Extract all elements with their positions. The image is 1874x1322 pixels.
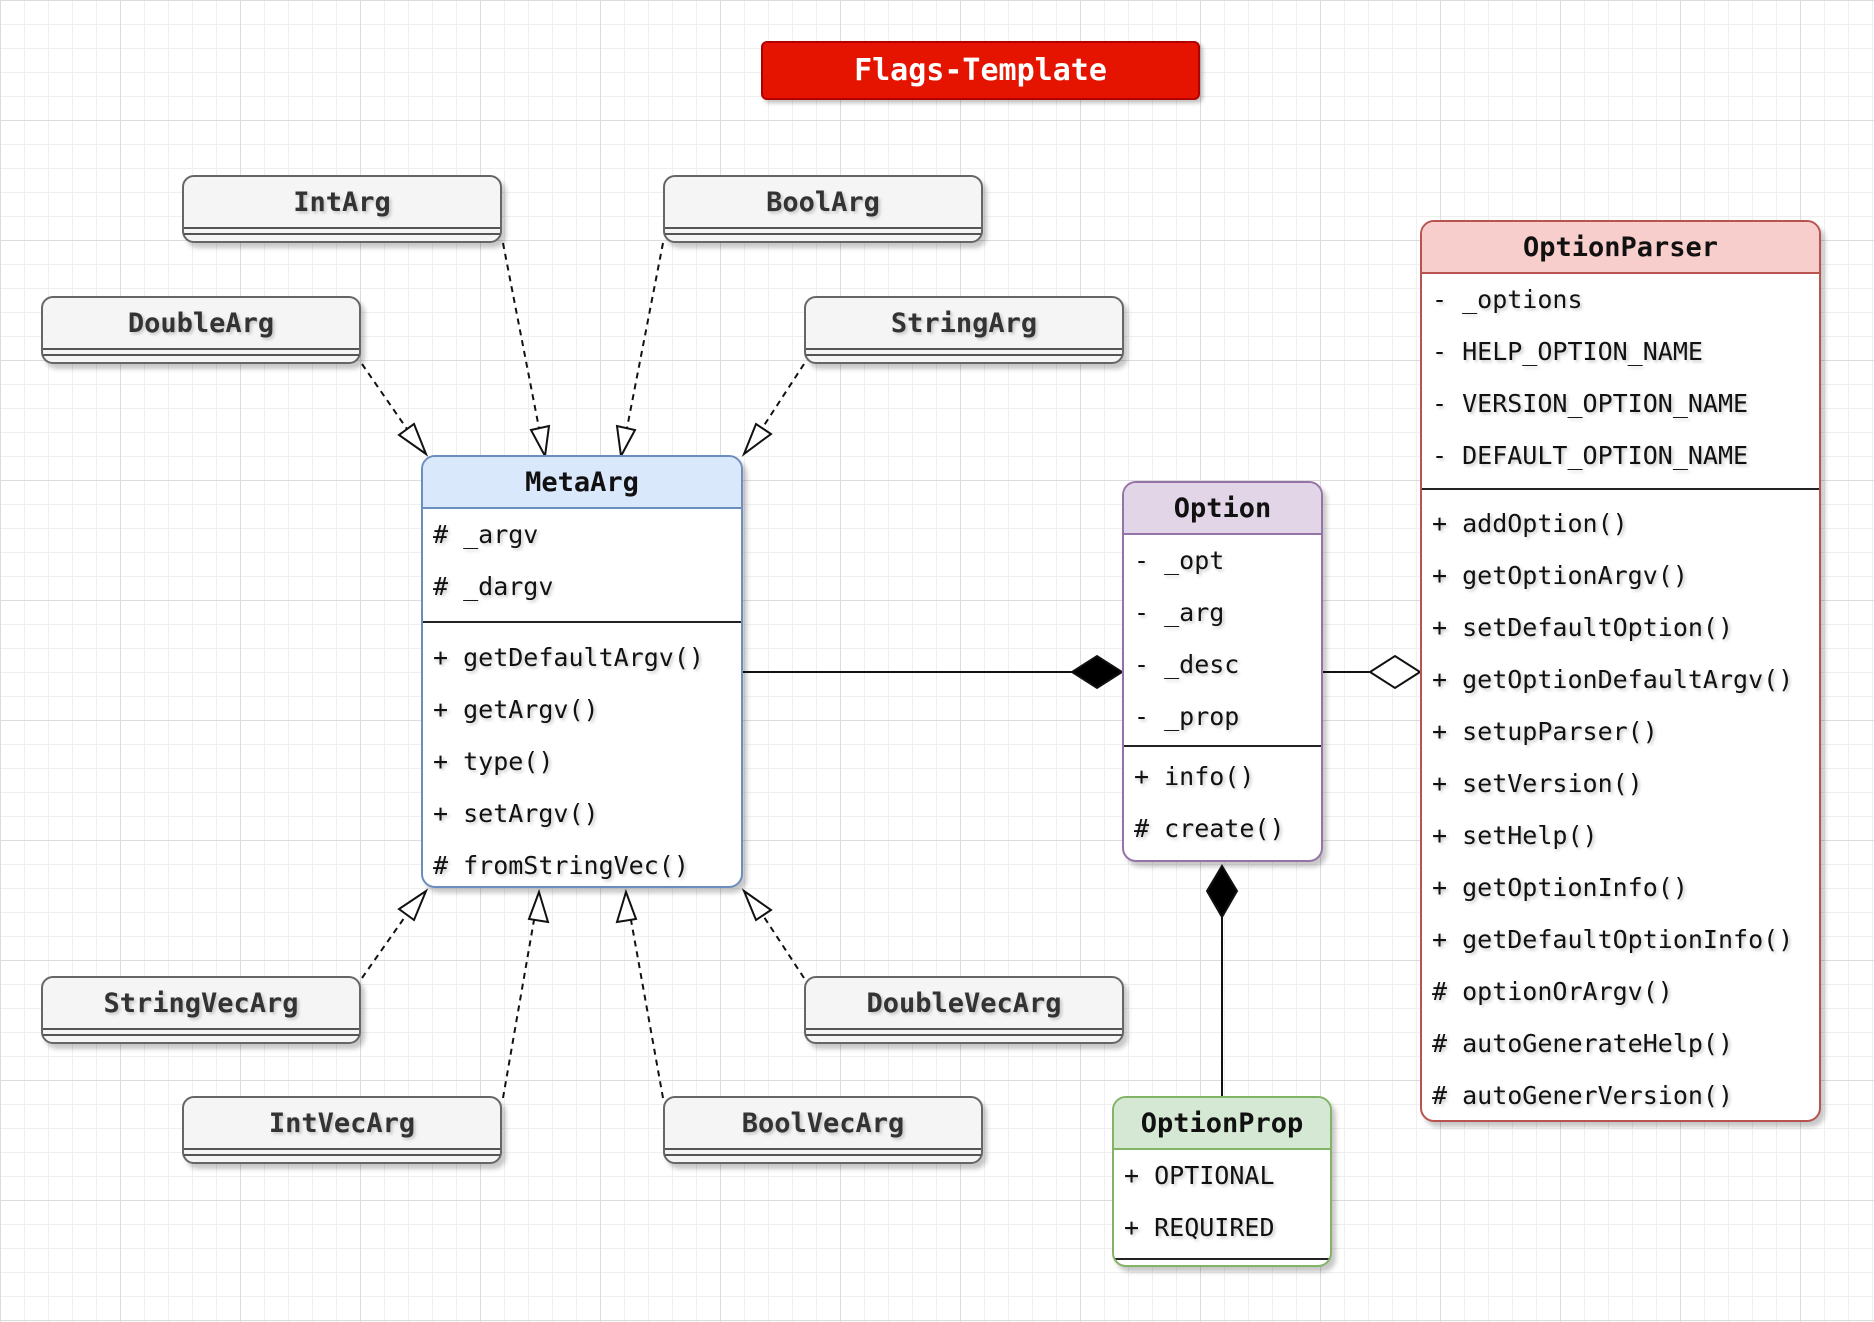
class-optionprop[interactable]: OptionProp + OPTIONAL + REQUIRED bbox=[1112, 1096, 1332, 1267]
class-option[interactable]: Option - _opt - _arg - _desc - _prop + i… bbox=[1122, 481, 1323, 862]
method: + setVersion() bbox=[1432, 769, 1643, 798]
method: # create() bbox=[1134, 814, 1285, 843]
attribute-list: # _argv # _dargv bbox=[423, 509, 741, 613]
class-name: StringArg bbox=[890, 307, 1038, 339]
attribute-list: - _options - HELP_OPTION_NAME - VERSION_… bbox=[1422, 274, 1819, 482]
class-boolarg[interactable]: BoolArg bbox=[663, 175, 983, 243]
diagram-title: Flags-Template bbox=[761, 41, 1200, 100]
class-name: OptionProp bbox=[1114, 1098, 1330, 1150]
aggregation-diamond-optionparser bbox=[1368, 654, 1422, 690]
arrowhead-stringarg bbox=[741, 422, 773, 457]
composition-diamond-option bbox=[1070, 654, 1124, 690]
method-list: + addOption() + getOptionArgv() + setDef… bbox=[1422, 498, 1819, 1120]
class-optionparser[interactable]: OptionParser - _options - HELP_OPTION_NA… bbox=[1420, 220, 1821, 1122]
attribute-list: + OPTIONAL + REQUIRED bbox=[1114, 1150, 1330, 1254]
attribute: # _dargv bbox=[433, 572, 554, 601]
method-list: + getDefaultArgv() + getArgv() + type() … bbox=[423, 632, 741, 886]
generalization-stringvecarg bbox=[361, 913, 408, 979]
class-stringvecarg[interactable]: StringVecArg bbox=[41, 976, 361, 1044]
attribute: - _arg bbox=[1134, 598, 1225, 627]
class-name: DoubleVecArg bbox=[866, 987, 1062, 1019]
class-stringarg[interactable]: StringArg bbox=[804, 296, 1124, 364]
method: # autoGenerateHelp() bbox=[1432, 1029, 1734, 1058]
method: + getOptionArgv() bbox=[1432, 561, 1688, 590]
arrowhead-intvecarg bbox=[527, 888, 550, 924]
class-name: OptionParser bbox=[1422, 222, 1819, 274]
attribute: # _argv bbox=[433, 520, 539, 549]
class-name: IntVecArg bbox=[268, 1107, 416, 1139]
attribute: - DEFAULT_OPTION_NAME bbox=[1432, 441, 1749, 470]
method: # fromStringVec() bbox=[433, 851, 689, 880]
arrowhead-stringvecarg bbox=[397, 888, 429, 922]
method: + type() bbox=[433, 747, 554, 776]
class-intvecarg[interactable]: IntVecArg bbox=[182, 1096, 502, 1164]
generalization-doublearg bbox=[361, 363, 408, 430]
generalization-doublevecarg bbox=[763, 916, 805, 979]
attribute: + REQUIRED bbox=[1124, 1213, 1275, 1242]
method: + setupParser() bbox=[1432, 717, 1658, 746]
attribute: - _opt bbox=[1134, 546, 1225, 575]
method: + getOptionInfo() bbox=[1432, 873, 1688, 902]
class-doublevecarg[interactable]: DoubleVecArg bbox=[804, 976, 1124, 1044]
method: + setHelp() bbox=[1432, 821, 1598, 850]
attribute: - HELP_OPTION_NAME bbox=[1432, 337, 1703, 366]
generalization-boolvecarg bbox=[630, 919, 664, 1099]
method: + info() bbox=[1134, 762, 1255, 791]
method: + getOptionDefaultArgv() bbox=[1432, 665, 1794, 694]
arrowhead-intarg bbox=[529, 424, 551, 460]
class-doublearg[interactable]: DoubleArg bbox=[41, 296, 361, 364]
method: # optionOrArgv() bbox=[1432, 977, 1673, 1006]
generalization-boolarg bbox=[626, 242, 664, 429]
class-name: BoolVecArg bbox=[741, 1107, 905, 1139]
class-name: DoubleArg bbox=[127, 307, 275, 339]
attribute: - VERSION_OPTION_NAME bbox=[1432, 389, 1749, 418]
generalization-stringarg bbox=[762, 363, 805, 428]
arrowhead-doublearg bbox=[397, 422, 429, 457]
method: # autoGenerVersion() bbox=[1432, 1081, 1734, 1110]
method: + getDefaultOptionInfo() bbox=[1432, 925, 1794, 954]
attribute: - _desc bbox=[1134, 650, 1240, 679]
method: + getDefaultArgv() bbox=[433, 643, 704, 672]
method: + addOption() bbox=[1432, 509, 1628, 538]
arrowhead-doublevecarg bbox=[741, 888, 773, 922]
method: + setDefaultOption() bbox=[1432, 613, 1734, 642]
class-boolvecarg[interactable]: BoolVecArg bbox=[663, 1096, 983, 1164]
composition-diamond-optionprop bbox=[1205, 864, 1239, 920]
arrowhead-boolvecarg bbox=[615, 888, 638, 924]
class-metaarg[interactable]: MetaArg # _argv # _dargv + getDefaultArg… bbox=[421, 455, 743, 888]
generalization-intvecarg bbox=[502, 919, 535, 1099]
generalization-intarg bbox=[502, 242, 540, 429]
attribute-list: - _opt - _arg - _desc - _prop bbox=[1124, 535, 1321, 743]
class-intarg[interactable]: IntArg bbox=[182, 175, 502, 243]
method: + setArgv() bbox=[433, 799, 599, 828]
attribute: + OPTIONAL bbox=[1124, 1161, 1275, 1190]
method-list: + info() # create() bbox=[1124, 751, 1321, 855]
class-name: IntArg bbox=[293, 186, 391, 218]
class-name: Option bbox=[1124, 483, 1321, 535]
method: + getArgv() bbox=[433, 695, 599, 724]
class-name: BoolArg bbox=[766, 186, 880, 218]
class-name: StringVecArg bbox=[103, 987, 299, 1019]
attribute: - _prop bbox=[1134, 702, 1240, 731]
attribute: - _options bbox=[1432, 285, 1583, 314]
class-name: MetaArg bbox=[423, 457, 741, 509]
arrowhead-boolarg bbox=[615, 424, 637, 460]
